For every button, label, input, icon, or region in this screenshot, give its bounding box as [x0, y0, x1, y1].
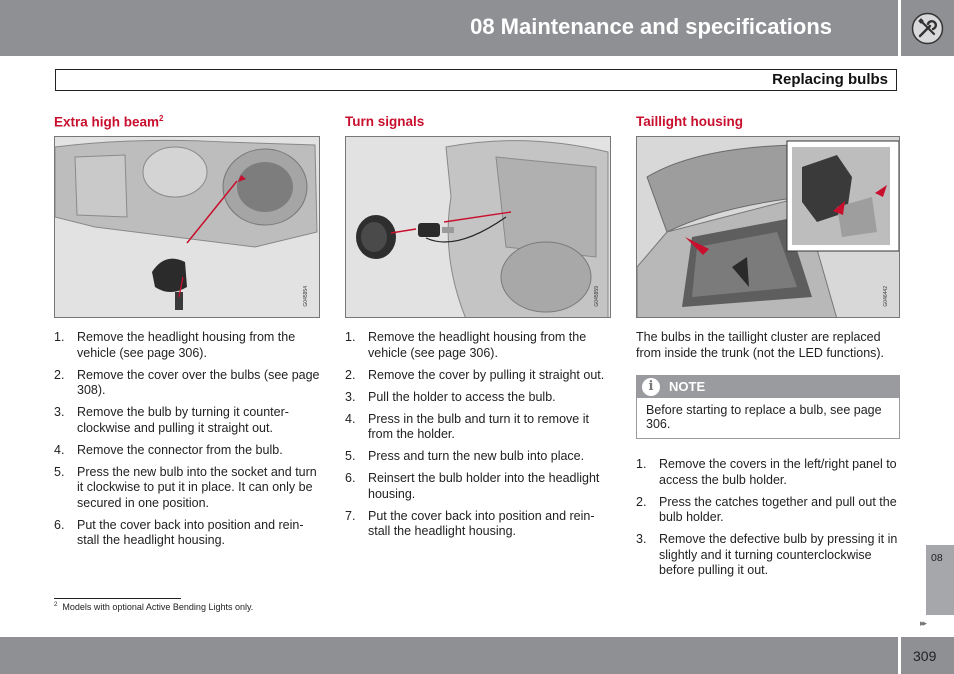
- chapter-header-bar: 08 Maintenance and specifications: [0, 0, 898, 56]
- footer-bar: [0, 637, 898, 674]
- list-item: 6.Put the cover back into position and r…: [54, 517, 304, 548]
- list-item: 7.Put the cover back into position and r…: [345, 508, 595, 539]
- heading-extra-high-beam: Extra high beam2: [54, 114, 164, 130]
- trunk-taillight-illustration: [637, 137, 899, 317]
- chapter-icon-box: [901, 0, 954, 56]
- wrench-screwdriver-icon: [911, 12, 944, 45]
- note-box: i NOTE Before starting to replace a bulb…: [636, 375, 900, 439]
- list-item: 3.Pull the holder to access the bulb.: [345, 389, 556, 404]
- list-item: 1.Remove the headlight housing from the …: [345, 330, 587, 360]
- list-item: 1.Remove the covers in the left/right pa…: [636, 457, 897, 487]
- note-header: i NOTE: [637, 376, 899, 398]
- heading-turn-signals: Turn signals: [345, 114, 425, 129]
- figure-code: G045954: [303, 286, 309, 307]
- steps-list: 1.Remove the covers in the left/right pa…: [636, 457, 900, 579]
- footnote-ref[interactable]: 2: [159, 114, 164, 123]
- list-item: 6.Reinsert the bulb holder into the head…: [345, 471, 600, 501]
- figure-turn-signals: G045959: [345, 136, 611, 318]
- steps-list: 1.Remove the headlight housing from the …: [345, 330, 611, 540]
- footnote-rule: [54, 598, 181, 599]
- column-taillight-housing: Taillight housing G046442 The bulbs in t…: [636, 114, 900, 585]
- section-title: Replacing bulbs: [772, 71, 888, 88]
- intro-text: The bulbs in the taillight cluster are r…: [636, 330, 885, 360]
- figure-code: G045959: [594, 286, 600, 307]
- list-item: 2.Remove the cover by pulling it straigh…: [345, 367, 605, 382]
- turn-signal-illustration: [346, 137, 610, 317]
- list-item: 5.Press the new bulb into the socket and…: [54, 464, 317, 510]
- note-text: Before starting to replace a bulb, see p…: [646, 403, 882, 431]
- section-bar: Replacing bulbs: [55, 69, 897, 91]
- chapter-title: 08 Maintenance and specifications: [470, 14, 832, 39]
- page-number-box: 309: [901, 637, 954, 674]
- figure-extra-high-beam: G045954: [54, 136, 320, 318]
- footnote: 2 Models with optional Active Bending Li…: [54, 602, 254, 612]
- figure-code: G046442: [883, 286, 889, 307]
- list-item: 3.Remove the bulb by turning it counter-…: [54, 405, 289, 435]
- info-icon: i: [642, 378, 660, 396]
- list-item: 4.Press in the bulb and turn it to remov…: [345, 411, 589, 442]
- column-extra-high-beam: Extra high beam2 G045954 1.Remove the he…: [54, 114, 320, 555]
- heading-taillight-housing: Taillight housing: [636, 114, 743, 129]
- chapter-side-tab[interactable]: 08: [926, 545, 954, 615]
- figure-taillight-housing: G046442: [636, 136, 900, 318]
- side-tab-label: 08: [931, 552, 943, 564]
- headlight-bulb-illustration: [55, 137, 319, 317]
- list-item: 2.Press the catches together and pull ou…: [636, 494, 897, 525]
- next-page-arrow-icon[interactable]: ▸▸: [920, 618, 927, 628]
- list-item: 3.Remove the defective bulb by pressing …: [636, 532, 898, 577]
- list-item: 1.Remove the headlight housing from the …: [54, 330, 296, 360]
- note-label: NOTE: [669, 379, 706, 394]
- list-item: 2.Remove the cover over the bulbs (see p…: [54, 367, 320, 398]
- list-item: 5.Press and turn the new bulb into place…: [345, 449, 585, 463]
- steps-list: 1.Remove the headlight housing from the …: [54, 330, 320, 549]
- list-item: 4.Remove the connector from the bulb.: [54, 442, 283, 457]
- column-turn-signals: Turn signals G045959 1.Remove the headli…: [345, 114, 611, 546]
- page-number: 309: [913, 648, 937, 664]
